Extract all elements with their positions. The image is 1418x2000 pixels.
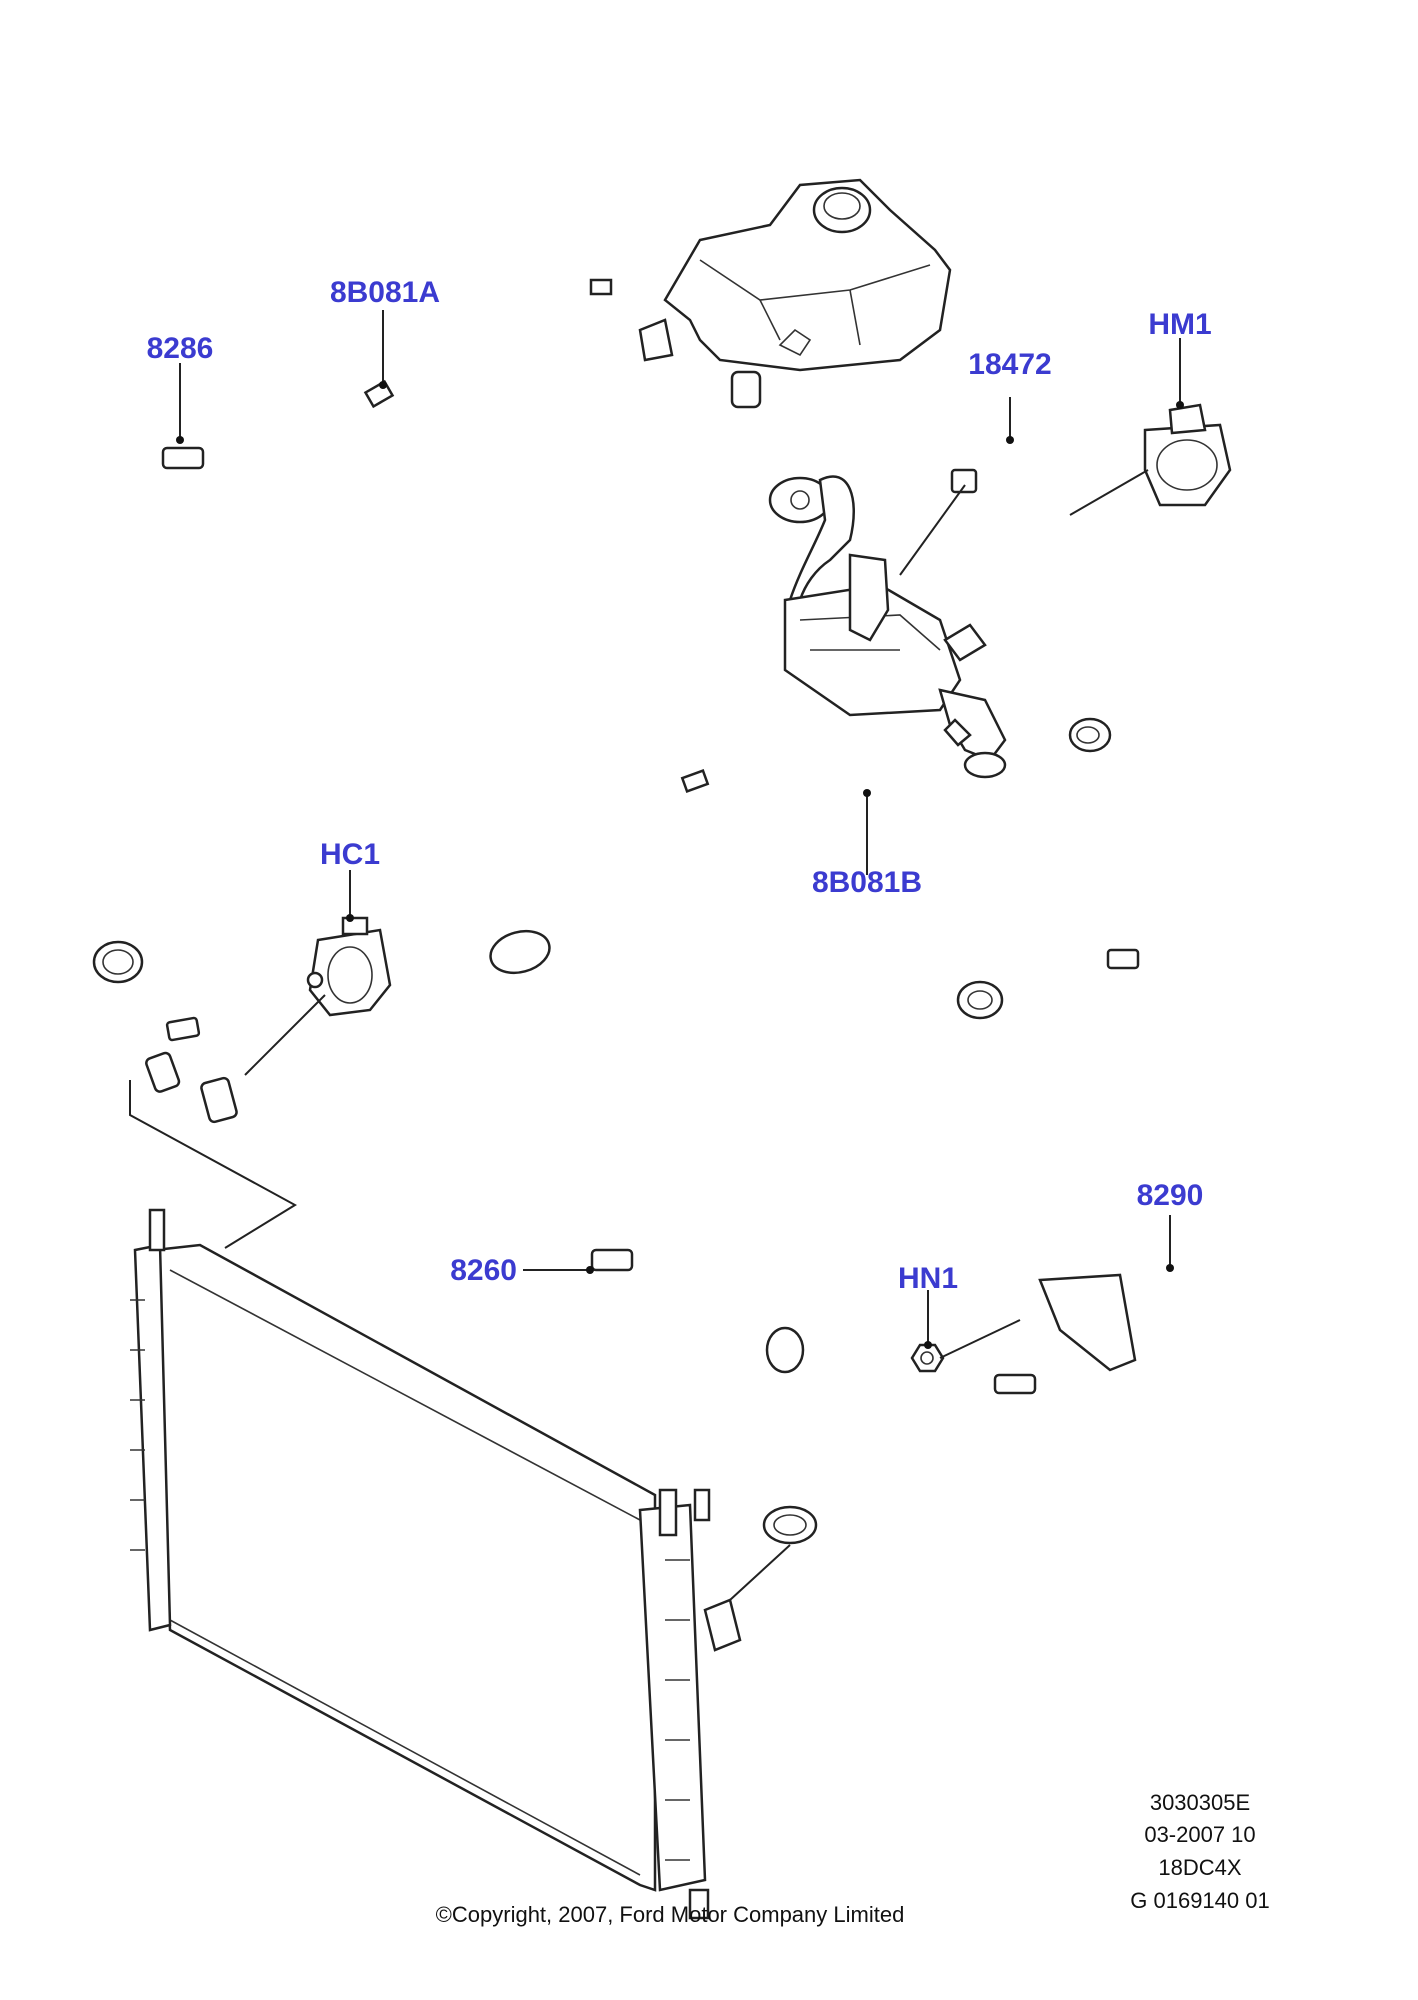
copyright-notice: ©Copyright, 2007, Ford Motor Company Lim… bbox=[435, 1902, 905, 1927]
label-8290: 8290 bbox=[1137, 1179, 1204, 1212]
drawing-date: 03-2007 10 bbox=[1144, 1822, 1256, 1847]
reference-number: G 0169140 01 bbox=[1130, 1888, 1270, 1913]
hose-8b081b bbox=[544, 278, 1165, 970]
hose-8290 bbox=[956, 980, 1302, 1362]
drawing-code: 3030305E bbox=[1149, 1790, 1251, 1815]
hose-8260 bbox=[590, 1248, 837, 1592]
label-8b081b: 8B081B bbox=[812, 866, 922, 899]
egr-cooler bbox=[768, 475, 1007, 779]
clip-hm1 bbox=[1143, 403, 1232, 507]
label-18472: 18472 bbox=[968, 348, 1051, 381]
leader-lines bbox=[129, 310, 1184, 1601]
model-code: 18DC4X bbox=[1158, 1855, 1242, 1880]
label-hc1: HC1 bbox=[320, 838, 380, 871]
label-hm1: HM1 bbox=[1148, 308, 1211, 341]
radiator bbox=[130, 1208, 742, 1920]
part-labels: 8286 8B081A 18472 HM1 HC1 8B081B 8260 HN… bbox=[147, 276, 1212, 1295]
nut-hn1 bbox=[910, 1343, 945, 1373]
label-hn1: HN1 bbox=[898, 1262, 958, 1295]
clip-hc1 bbox=[306, 916, 392, 1017]
label-8286: 8286 bbox=[147, 332, 214, 365]
label-8260: 8260 bbox=[450, 1254, 517, 1287]
label-8b081a: 8B081A bbox=[330, 276, 440, 309]
lower-radiator-hose bbox=[92, 924, 559, 1174]
hose-thermostat-lower bbox=[765, 1273, 1137, 1474]
expansion-tank bbox=[638, 178, 952, 409]
hose-18472 bbox=[950, 433, 1166, 753]
hose-8b081a bbox=[292, 379, 710, 840]
